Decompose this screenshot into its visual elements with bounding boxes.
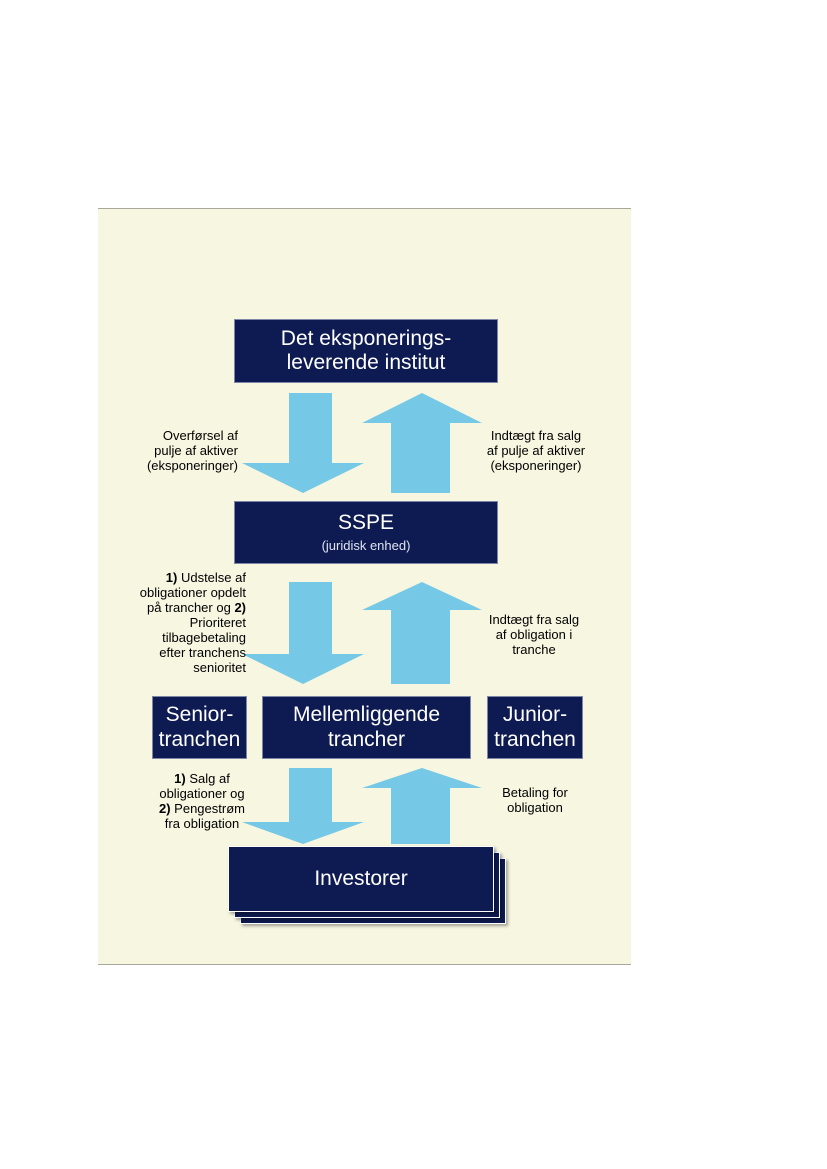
income-label-1: Indtægt fra salg af pulje af aktiver (ek… (486, 428, 586, 473)
mezzanine-tranche-label: Mellemliggende trancher (292, 703, 441, 751)
senior-tranche-box: Senior- tranchen (152, 696, 247, 759)
mezzanine-tranche-box: Mellemliggende trancher (262, 696, 471, 759)
senior-tranche-label: Senior- tranchen (158, 703, 241, 751)
sspe-box: SSPE (juridisk enhed) (234, 501, 498, 564)
sale-num-1: 1) (174, 771, 186, 786)
originator-box: Det eksponerings- leverende institut (234, 319, 498, 383)
sspe-title: SSPE (337, 511, 395, 535)
up-arrow-income-2 (362, 582, 482, 684)
originator-label: Det eksponerings- leverende institut (280, 326, 452, 374)
investors-box: Investorer (228, 846, 494, 912)
up-arrow-income-1 (362, 393, 482, 493)
issue-num-2: 2) (234, 600, 246, 615)
payment-label: Betaling for obligation (502, 785, 568, 815)
transfer-label: Overførsel af pulje af aktiver (eksponer… (146, 428, 238, 473)
sspe-subtitle: (juridisk enhed) (321, 537, 411, 553)
junior-tranche-box: Junior- tranchen (487, 696, 583, 759)
issue-label: 1) Udstelse af obligationer opdelt på tr… (118, 570, 246, 675)
sale-text-2: Pengestrøm fra obligation (164, 801, 245, 831)
down-arrow-transfer (242, 393, 364, 493)
income-label-2: Indtægt fra salg af obligation i tranche (488, 612, 580, 657)
issue-num-1: 1) (165, 570, 178, 585)
sale-num-2: 2) (159, 801, 171, 816)
issue-text-1: Udstelse af obligationer opdelt på tranc… (139, 570, 246, 615)
investors-label: Investorer (314, 866, 408, 890)
sale-label: 1) Salg af obligationer og 2) Pengestrøm… (148, 771, 256, 831)
up-arrow-payment (362, 768, 482, 844)
down-arrow-issue (242, 582, 364, 684)
junior-tranche-label: Junior- tranchen (494, 703, 576, 751)
sale-text-1: Salg af obligationer og (159, 771, 245, 801)
down-arrow-sale (242, 768, 364, 844)
issue-text-2: Prioriteret tilbagebetaling efter tranch… (159, 615, 246, 675)
